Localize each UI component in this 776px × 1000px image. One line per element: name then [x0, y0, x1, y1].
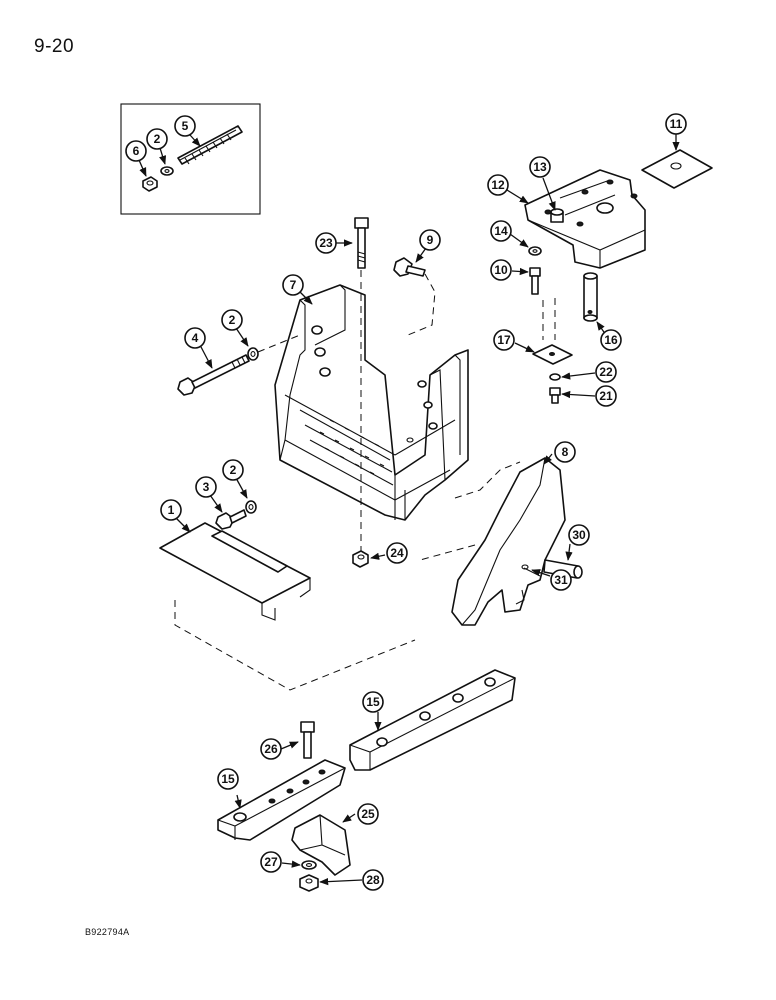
callout-2-upper: 2 [221, 309, 243, 331]
callout-25: 25 [357, 803, 379, 825]
washer-part-22 [549, 373, 561, 381]
bolt-part-9 [393, 257, 426, 277]
callout-30: 30 [568, 524, 590, 546]
bushing-part-13 [550, 208, 564, 223]
callout-24: 24 [386, 542, 408, 564]
nut-part-24 [352, 550, 369, 568]
svg-text:31: 31 [554, 573, 568, 587]
svg-text:27: 27 [264, 855, 278, 869]
svg-text:15: 15 [221, 772, 235, 786]
svg-text:4: 4 [192, 331, 199, 345]
bolt-part-3 [215, 509, 247, 530]
callout-14: 14 [490, 220, 512, 242]
callout-1: 1 [160, 499, 182, 521]
svg-text:16: 16 [604, 333, 618, 347]
svg-text:15: 15 [366, 695, 380, 709]
svg-text:6: 6 [133, 144, 140, 158]
bolt-9-alignment-line [407, 273, 436, 336]
callout-26: 26 [260, 738, 282, 760]
bolt-part-23 [354, 217, 369, 269]
callout-7: 7 [282, 274, 304, 296]
nut-part-6 [142, 176, 158, 192]
callout-21: 21 [595, 385, 617, 407]
page-number: 9-20 [34, 36, 75, 57]
callout-13: 13 [529, 156, 551, 178]
callout-4: 4 [184, 327, 206, 349]
drawbar-part-15-lower [217, 759, 346, 841]
inset-detail-box [120, 103, 261, 215]
plate-1-alignment-line [174, 600, 416, 691]
svg-text:21: 21 [599, 389, 613, 403]
callout-3: 3 [195, 476, 217, 498]
washer-part-2-lower [245, 500, 257, 514]
shield-alignment-lines [419, 461, 521, 561]
callout-17: 17 [493, 329, 515, 351]
callout-15-upper: 15 [362, 691, 384, 713]
plate-part-17 [532, 344, 573, 365]
callout-28: 28 [362, 869, 384, 891]
svg-text:11: 11 [670, 117, 683, 131]
svg-text:1: 1 [168, 503, 175, 517]
callout-15-lower: 15 [217, 768, 239, 790]
callout-2-inset: 2 [146, 128, 168, 150]
svg-text:14: 14 [494, 224, 508, 238]
svg-text:2: 2 [154, 132, 161, 146]
callout-9: 9 [419, 229, 441, 251]
washer-part-2-inset [160, 166, 174, 176]
bolt-part-21 [549, 387, 561, 404]
shield-part-8 [451, 457, 566, 626]
callout-6: 6 [125, 140, 147, 162]
svg-text:13: 13 [533, 160, 547, 174]
slotted-plate-part-1 [159, 522, 311, 621]
svg-text:28: 28 [366, 873, 380, 887]
svg-text:22: 22 [599, 365, 613, 379]
mount-part-12 [524, 169, 646, 269]
bolt-part-4 [177, 354, 250, 396]
callout-22: 22 [595, 361, 617, 383]
svg-text:5: 5 [182, 119, 189, 133]
svg-text:17: 17 [497, 333, 511, 347]
callout-16: 16 [600, 329, 622, 351]
svg-text:23: 23 [319, 236, 333, 250]
svg-text:9: 9 [427, 233, 434, 247]
svg-text:2: 2 [229, 313, 236, 327]
figure-code: B922794A [85, 927, 130, 937]
callout-5: 5 [174, 115, 196, 137]
washer-part-2-upper [247, 347, 259, 361]
bolt-4-alignment-line [257, 334, 301, 353]
svg-text:26: 26 [264, 742, 278, 756]
svg-text:24: 24 [390, 546, 404, 560]
bolt-part-26 [300, 721, 315, 759]
callout-2-lower: 2 [222, 459, 244, 481]
svg-text:3: 3 [203, 480, 210, 494]
drawbar-part-15-upper [349, 669, 516, 771]
callout-31: 31 [550, 569, 572, 591]
callout-12: 12 [487, 174, 509, 196]
callout-8: 8 [554, 441, 576, 463]
stud-part-5 [177, 125, 243, 165]
plate-part-11 [641, 149, 713, 189]
svg-text:10: 10 [494, 263, 508, 277]
callout-10: 10 [490, 259, 512, 281]
washer-part-14 [528, 246, 542, 256]
bolt-part-10 [529, 267, 541, 295]
svg-text:2: 2 [230, 463, 237, 477]
callout-23: 23 [315, 232, 337, 254]
bracket-part-7 [274, 284, 469, 521]
svg-text:25: 25 [361, 807, 375, 821]
svg-text:8: 8 [562, 445, 569, 459]
washer-part-27 [301, 860, 317, 870]
callout-11: 11 [665, 113, 687, 135]
pin-part-16 [583, 272, 598, 322]
mount-alignment-lines [542, 298, 556, 340]
callout-27: 27 [260, 851, 282, 873]
svg-text:30: 30 [572, 528, 586, 542]
svg-text:12: 12 [491, 178, 505, 192]
nut-part-28 [299, 874, 319, 892]
svg-text:7: 7 [290, 278, 297, 292]
clamp-part-25 [291, 814, 351, 876]
